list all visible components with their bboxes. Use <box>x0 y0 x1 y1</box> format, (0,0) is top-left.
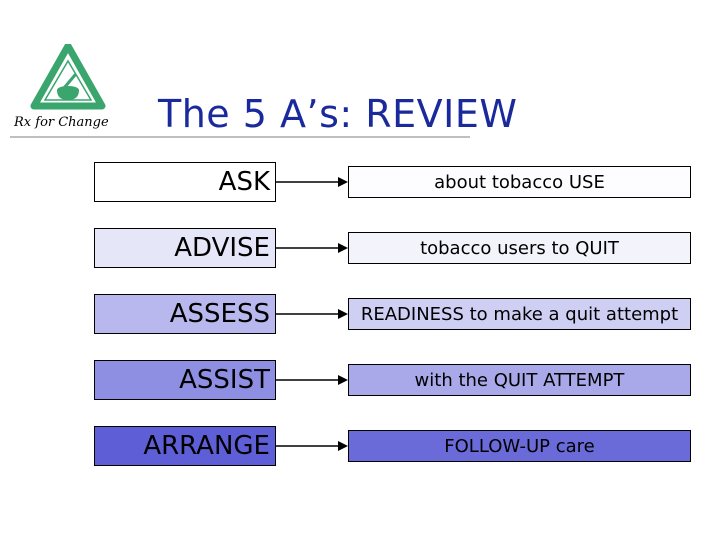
logo-text: Rx for Change <box>13 115 109 130</box>
title-divider <box>10 136 470 138</box>
arrow-icon <box>276 441 348 451</box>
left-box-ask: ASK <box>94 162 276 202</box>
right-box-advise: tobacco users to QUIT <box>348 232 691 264</box>
left-label: ADVISE <box>174 233 270 263</box>
right-label: with the QUIT ATTEMPT <box>414 369 625 391</box>
right-label: tobacco users to QUIT <box>420 237 619 259</box>
arrow-icon <box>276 177 348 187</box>
left-box-assist: ASSIST <box>94 360 276 400</box>
list-item: ASSESS READINESS to make a quit attempt <box>0 294 720 334</box>
left-box-assess: ASSESS <box>94 294 276 334</box>
rx-for-change-logo: Rx for Change <box>13 44 109 130</box>
right-label: READINESS to make a quit attempt <box>360 303 679 325</box>
left-label: ASK <box>218 167 270 197</box>
page-title: The 5 A’s: REVIEW <box>158 92 518 136</box>
list-item: ARRANGE FOLLOW-UP care <box>0 426 720 466</box>
right-box-assess: READINESS to make a quit attempt <box>348 298 691 330</box>
right-label: FOLLOW-UP care <box>444 435 595 457</box>
list-item: ASSIST with the QUIT ATTEMPT <box>0 360 720 400</box>
left-label: ARRANGE <box>143 431 270 461</box>
right-label: about tobacco USE <box>434 171 605 193</box>
left-label: ASSESS <box>169 299 270 329</box>
left-label: ASSIST <box>179 365 270 395</box>
arrow-icon <box>276 375 348 385</box>
arrow-icon <box>276 309 348 319</box>
left-box-advise: ADVISE <box>94 228 276 268</box>
right-box-assist: with the QUIT ATTEMPT <box>348 364 691 396</box>
list-item: ASK about tobacco USE <box>0 162 720 202</box>
right-box-ask: about tobacco USE <box>348 166 691 198</box>
list-item: ADVISE tobacco users to QUIT <box>0 228 720 268</box>
left-box-arrange: ARRANGE <box>94 426 276 466</box>
arrow-icon <box>276 243 348 253</box>
right-box-arrange: FOLLOW-UP care <box>348 430 691 462</box>
